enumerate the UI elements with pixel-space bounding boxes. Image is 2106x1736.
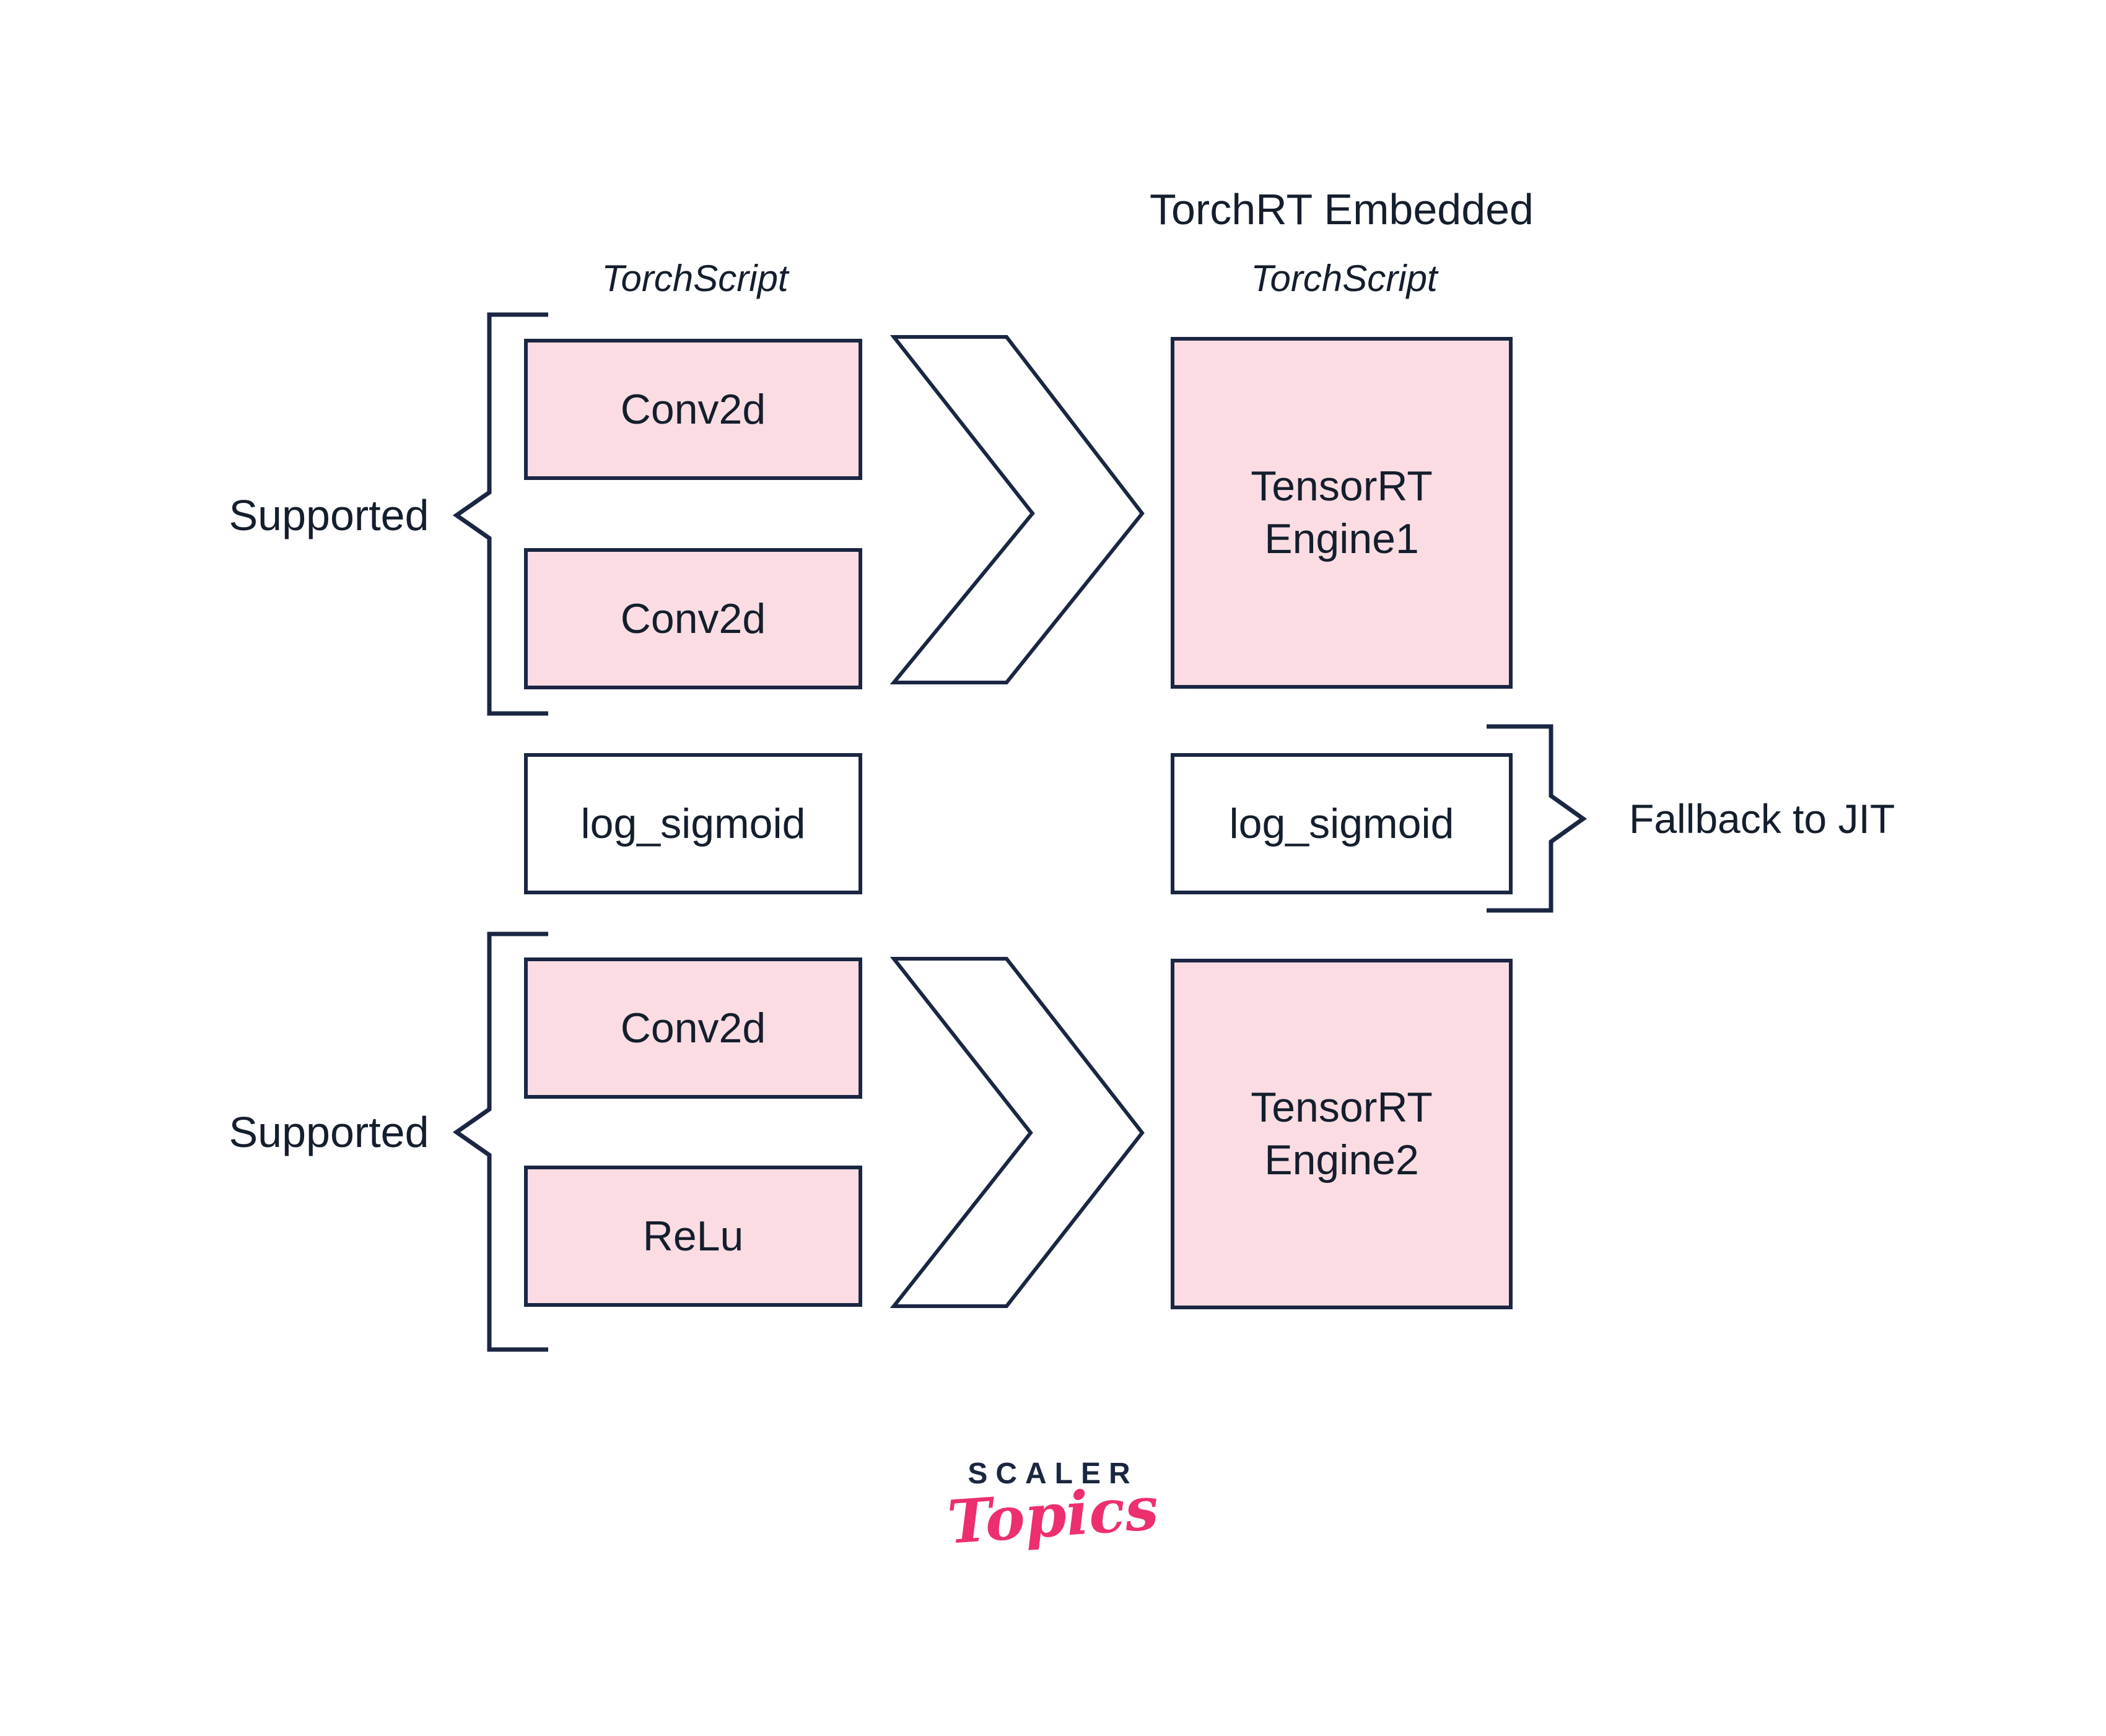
conversion-arrow-bottom: [889, 957, 1145, 1308]
fallback-to-jit-label: Fallback to JIT: [1629, 796, 1895, 842]
supported-label-bottom: Supported: [229, 1108, 429, 1156]
op-box-label: Conv2d: [620, 1004, 766, 1052]
fallback-bracket: [1487, 724, 1588, 913]
op-box-log-sigmoid-left: log_sigmoid: [524, 753, 862, 894]
op-box-conv2d-3: Conv2d: [524, 957, 862, 1099]
engine-box-line2: Engine1: [1264, 515, 1419, 562]
right-column-title: TorchRT Embedded: [1150, 185, 1534, 233]
engine-box-line1: TensorRT: [1251, 1084, 1433, 1131]
supported-label-top: Supported: [229, 491, 429, 539]
op-box-conv2d-1: Conv2d: [524, 339, 862, 480]
op-box-label: ReLu: [642, 1212, 744, 1260]
op-box-label: log_sigmoid: [1229, 800, 1454, 847]
conversion-arrow-top: [889, 335, 1145, 684]
supported-brace-top: [452, 312, 548, 716]
supported-brace-bottom: [452, 931, 548, 1352]
engine-box-line2: Engine2: [1264, 1136, 1419, 1184]
engine-box-line1: TensorRT: [1251, 463, 1433, 510]
logo-wordmark-scaler: SCALER: [968, 1457, 1138, 1490]
op-box-label: log_sigmoid: [580, 800, 806, 847]
op-box-log-sigmoid-right: log_sigmoid: [1171, 753, 1513, 894]
engine-box-tensorrt-engine2: TensorRT Engine2: [1171, 959, 1513, 1309]
engine-box-tensorrt-engine1: TensorRT Engine1: [1171, 337, 1513, 689]
op-box-relu: ReLu: [524, 1166, 862, 1307]
left-column-header: TorchScript: [601, 258, 789, 299]
right-column-header: TorchScript: [1251, 258, 1438, 299]
op-box-conv2d-2: Conv2d: [524, 548, 862, 689]
op-box-label: Conv2d: [620, 595, 766, 642]
op-box-label: Conv2d: [620, 385, 766, 433]
